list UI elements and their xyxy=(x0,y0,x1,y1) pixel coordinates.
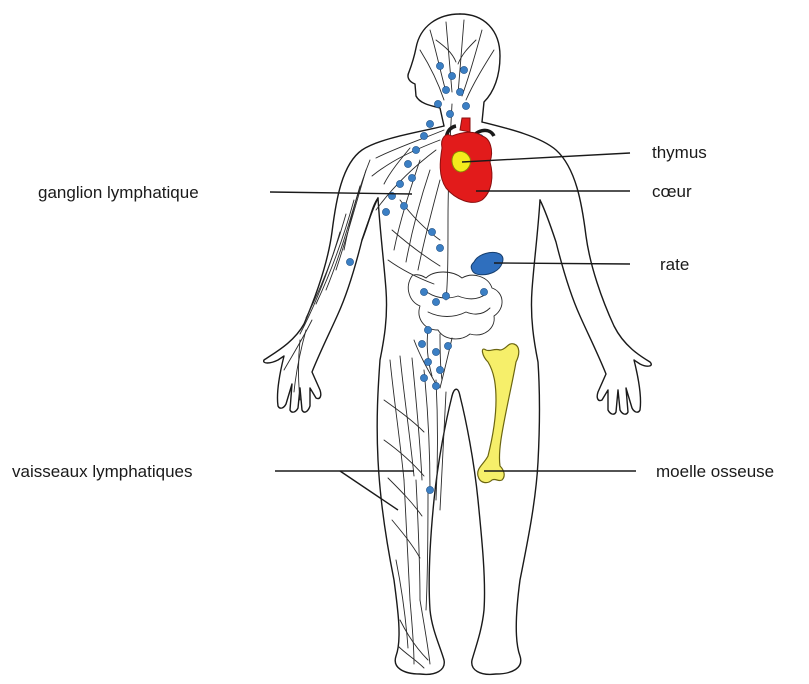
lymph-node xyxy=(432,382,439,389)
lymph-node xyxy=(480,288,487,295)
lymph-node xyxy=(420,132,427,139)
label-heart: cœur xyxy=(652,182,692,201)
lymph-node xyxy=(462,102,469,109)
lymph-node xyxy=(400,202,407,209)
lymph-node xyxy=(346,258,353,265)
lymph-node xyxy=(412,146,419,153)
label-thymus: thymus xyxy=(652,143,707,162)
lymph-node xyxy=(448,72,455,79)
lymph-node xyxy=(382,208,389,215)
label-lymph-node: ganglion lymphatique xyxy=(38,183,199,202)
lymph-node xyxy=(446,110,453,117)
label-bone-marrow: moelle osseuse xyxy=(656,462,774,481)
body-outline xyxy=(264,14,652,674)
lymph-node xyxy=(420,288,427,295)
lymph-node xyxy=(396,180,403,187)
lymph-node xyxy=(442,86,449,93)
lymph-node xyxy=(444,342,451,349)
femur-bone xyxy=(478,344,519,483)
lymph-node xyxy=(408,174,415,181)
lymph-node xyxy=(432,348,439,355)
leader-spleen xyxy=(494,263,630,264)
label-spleen: rate xyxy=(660,255,689,274)
lymph-node xyxy=(426,486,433,493)
lymph-node xyxy=(436,62,443,69)
lymph-node xyxy=(424,358,431,365)
leader-lymph-vessels-branch xyxy=(340,471,398,510)
lymph-node xyxy=(460,66,467,73)
lymph-node xyxy=(428,228,435,235)
lymph-node xyxy=(418,340,425,347)
lymph-node xyxy=(424,326,431,333)
lymph-node xyxy=(436,366,443,373)
lymph-node xyxy=(456,88,463,95)
lymph-node xyxy=(404,160,411,167)
lymph-node xyxy=(432,298,439,305)
lymph-node xyxy=(426,120,433,127)
label-lymph-vessels: vaisseaux lymphatiques xyxy=(12,462,192,481)
lymph-node xyxy=(436,244,443,251)
lymph-vessel-network xyxy=(284,20,502,668)
lymph-node xyxy=(434,100,441,107)
lymph-node xyxy=(420,374,427,381)
lymph-node xyxy=(442,292,449,299)
